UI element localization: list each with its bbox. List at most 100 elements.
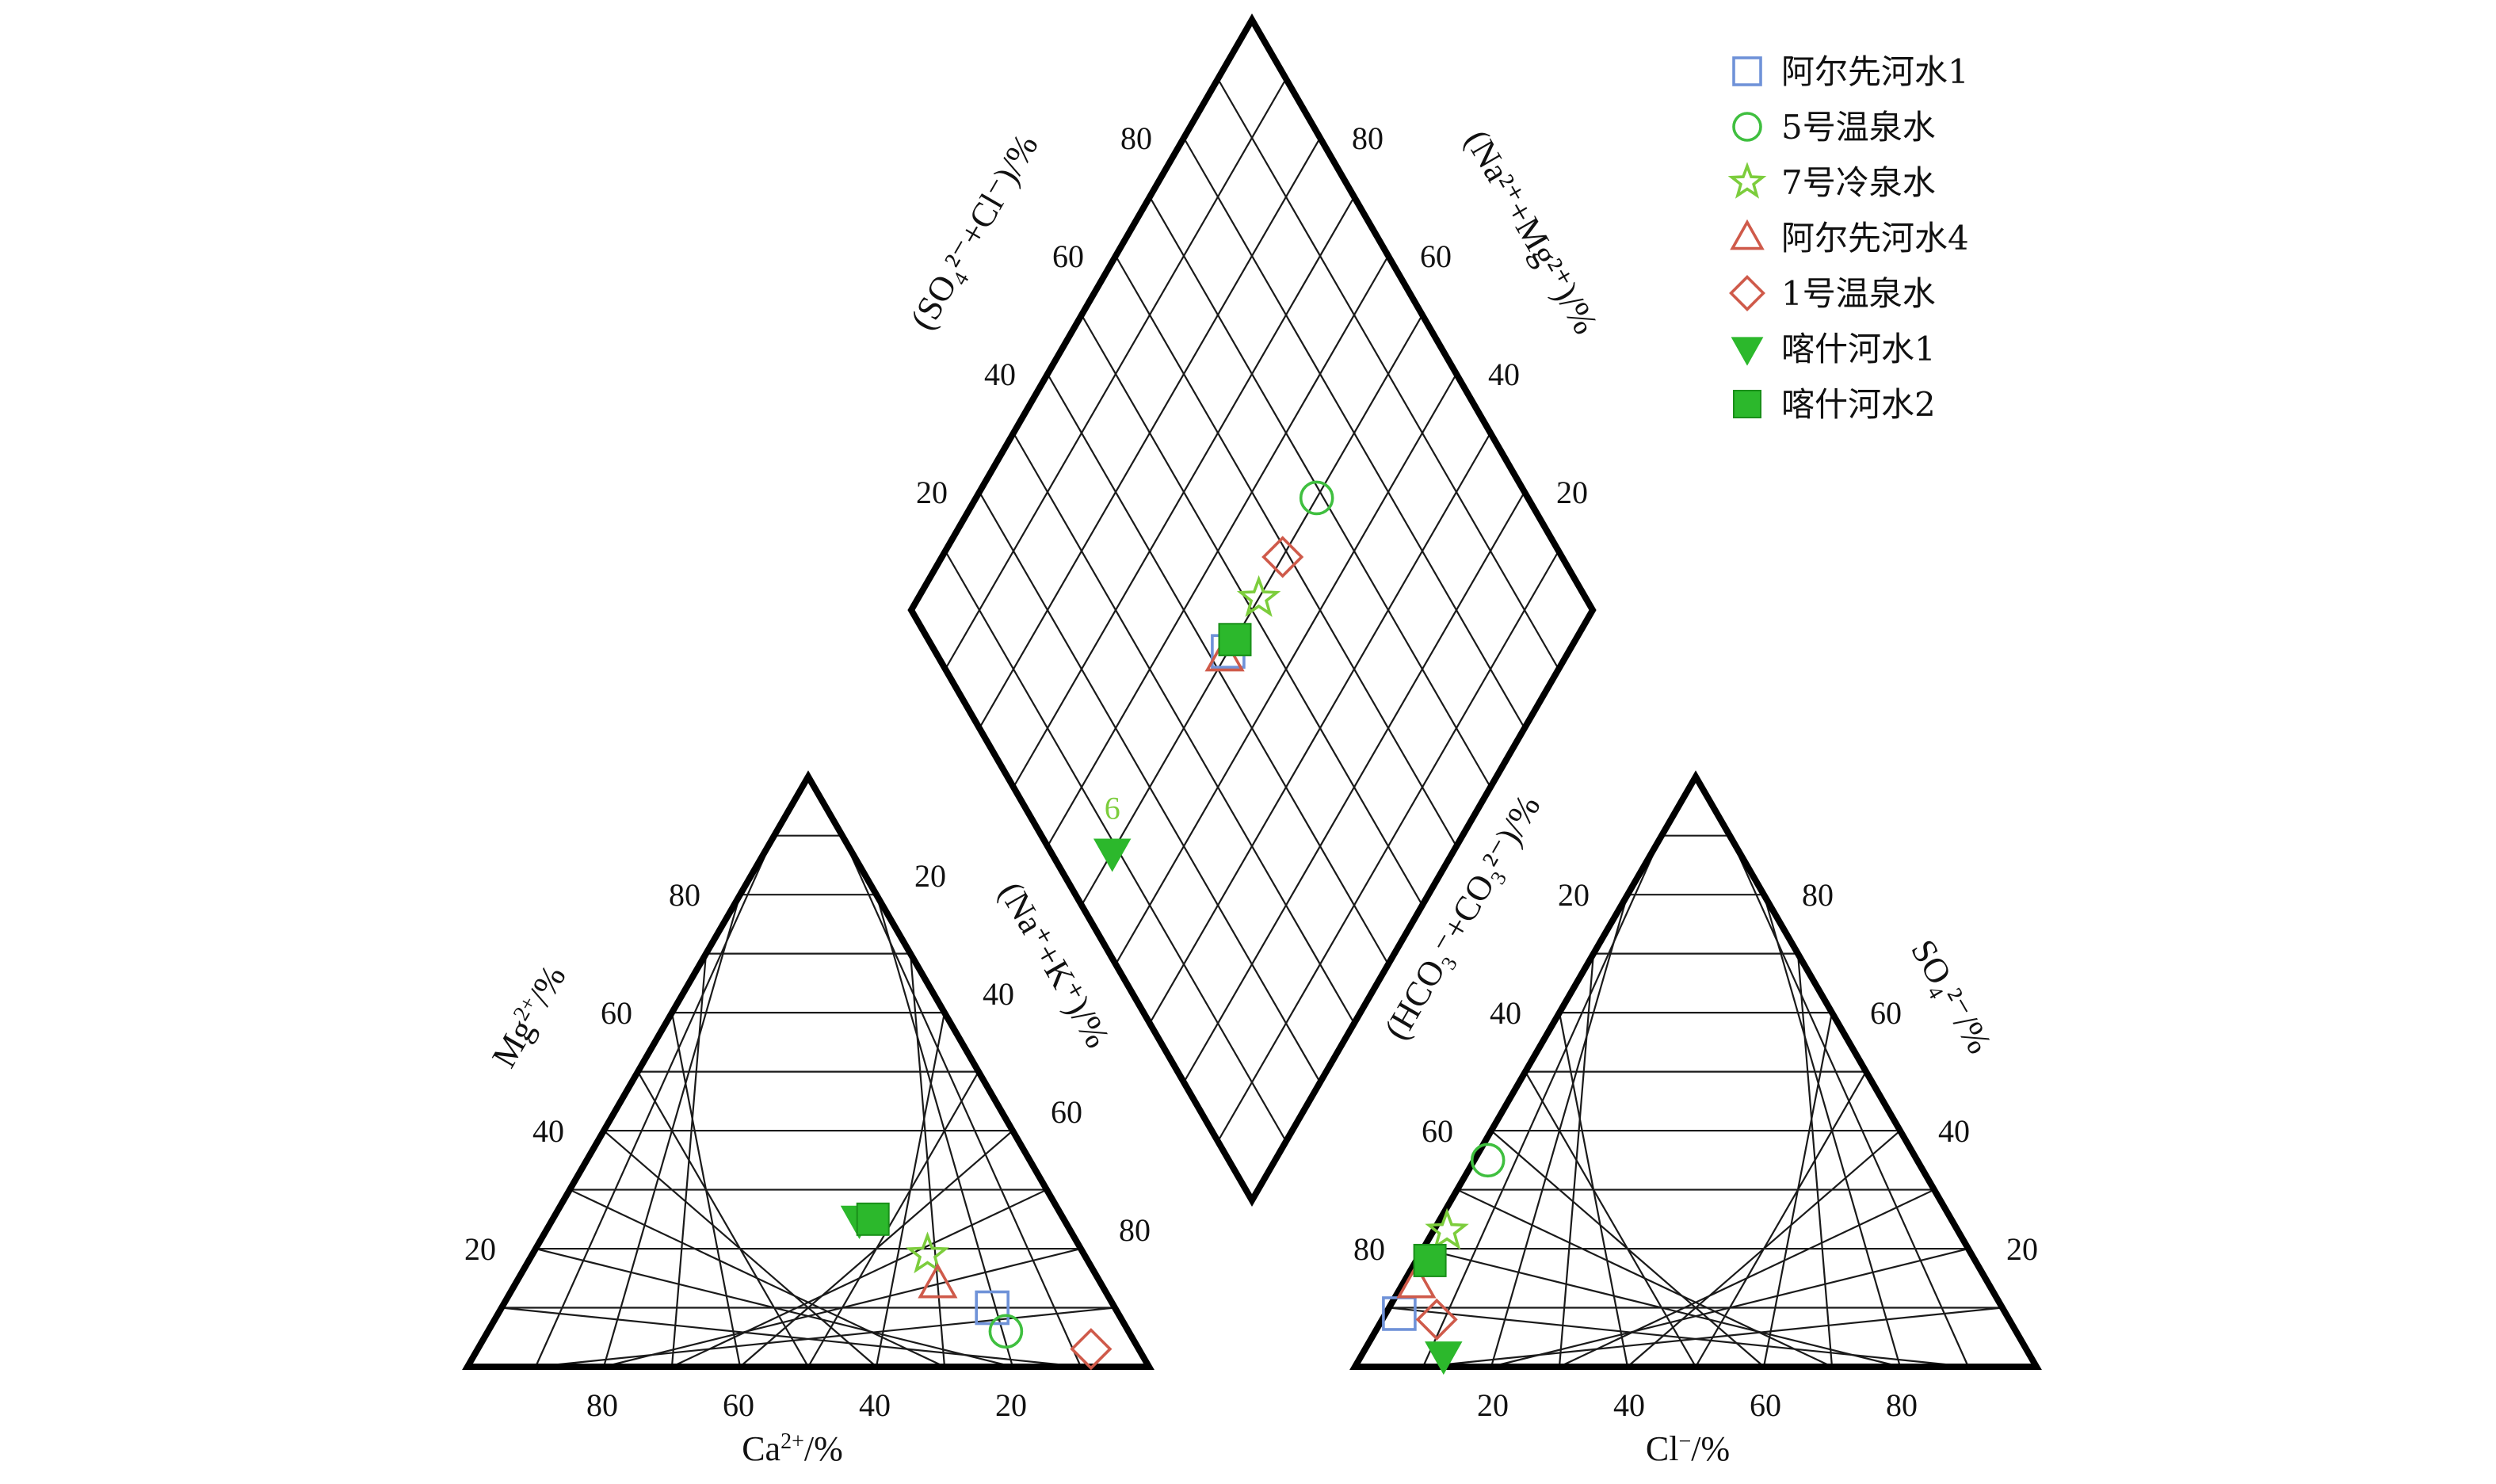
axis-title-so4: SO₄²⁻/% xyxy=(1903,933,1999,1060)
cation-triangle-grid xyxy=(841,835,1082,1368)
cation-triangle-grid xyxy=(807,1071,979,1368)
tick-diamond-right-60: 60 xyxy=(1420,238,1452,274)
diamond-grid xyxy=(1115,255,1457,847)
diamond-grid xyxy=(1217,78,1559,670)
marker-3-anion xyxy=(1396,1263,1437,1299)
legend-label: 1号温泉水 xyxy=(1781,274,1936,313)
axis-title-hco3-co3: (HCO₃⁻+CO₃²⁻)/% xyxy=(1376,788,1548,1046)
legend-label: 阿尔先河水1 xyxy=(1781,52,1969,91)
legend-item: 阿尔先河水1 xyxy=(1732,52,1969,91)
tick-so4-60: 60 xyxy=(1870,995,1902,1031)
frame-layer xyxy=(462,13,2042,1370)
tick-diamond-right-40: 40 xyxy=(1488,357,1520,392)
tick-ca-20: 20 xyxy=(995,1387,1027,1423)
tick-na-80: 80 xyxy=(1119,1212,1151,1248)
cation-triangle-grid xyxy=(637,1071,809,1368)
legend-marker xyxy=(1727,162,1767,199)
legend-item: 5号温泉水 xyxy=(1732,108,1936,147)
marker-3-cation xyxy=(918,1263,958,1299)
tick-cl-40: 40 xyxy=(1613,1387,1645,1423)
legend-marker xyxy=(1730,219,1765,250)
legend-marker xyxy=(1731,337,1764,366)
diamond-grid xyxy=(1183,137,1525,729)
legend-item: 喀什河水2 xyxy=(1733,385,1936,424)
tick-mg-20: 20 xyxy=(464,1231,496,1267)
axis-title-na-mg: (Na²⁺+Mg²⁺)/% xyxy=(1457,124,1605,341)
legend-item: 7号冷泉水 xyxy=(1727,162,1936,202)
anion-triangle-grid xyxy=(1388,1307,1969,1368)
tick-diamond-left-20: 20 xyxy=(916,475,948,510)
marker-4-diamond xyxy=(1261,536,1304,578)
tick-mg-60: 60 xyxy=(601,995,632,1031)
axis-title-cl: Cl−/% xyxy=(1646,1429,1730,1469)
tick-mg-80: 80 xyxy=(669,877,700,913)
legend-label: 7号冷泉水 xyxy=(1781,163,1936,202)
tick-hco3-60: 60 xyxy=(1422,1113,1453,1149)
tick-mg-40: 40 xyxy=(532,1113,564,1149)
legend-label: 5号温泉水 xyxy=(1781,108,1936,147)
marker-1-anion xyxy=(1470,1143,1506,1178)
legend-item: 阿尔先河水4 xyxy=(1730,219,1969,258)
tick-diamond-right-20: 20 xyxy=(1556,475,1588,510)
cation-triangle-grid xyxy=(875,894,1014,1368)
data-markers: 6 xyxy=(840,480,1506,1375)
axis-title-mg: Mg2+/% xyxy=(484,959,574,1074)
marker-6-diamond xyxy=(1218,623,1252,657)
tick-na-20: 20 xyxy=(914,858,946,894)
tick-ca-80: 80 xyxy=(586,1387,618,1423)
marker-5-diamond xyxy=(1093,838,1132,872)
cation-triangle-frame xyxy=(462,770,1154,1370)
marker-4-cation xyxy=(1070,1328,1113,1371)
marker-2-anion xyxy=(1425,1207,1469,1250)
tick-so4-80: 80 xyxy=(1802,877,1834,913)
tick-ca-60: 60 xyxy=(723,1387,754,1423)
tick-diamond-left-80: 80 xyxy=(1120,120,1152,156)
diamond-frame xyxy=(907,13,1597,1207)
anion-triangle-grid xyxy=(1490,1130,1765,1368)
cation-triangle-grid xyxy=(875,1012,946,1368)
diamond-grid xyxy=(1149,432,1491,1024)
marker-5-anion xyxy=(1425,1341,1463,1375)
axis-title-na-k: (Na⁺+K⁺)/% xyxy=(991,876,1117,1055)
anion-triangle-grid xyxy=(1422,1247,1901,1368)
marker-2-cation xyxy=(905,1231,950,1274)
marker-1-cation xyxy=(988,1314,1024,1349)
axis-title-so4-cl: (SO₄²⁻+Cl⁻)/% xyxy=(903,128,1045,336)
tick-so4-40: 40 xyxy=(1938,1113,1970,1149)
annotation-label: 6 xyxy=(1105,790,1120,826)
legend-marker xyxy=(1732,112,1762,142)
tick-so4-20: 20 xyxy=(2006,1231,2038,1267)
anion-triangle-grid xyxy=(1762,894,1902,1368)
marker-6-anion xyxy=(1413,1243,1447,1277)
cation-triangle-grid xyxy=(535,1247,1013,1368)
tick-na-40: 40 xyxy=(983,976,1014,1012)
tick-hco3-20: 20 xyxy=(1558,877,1590,913)
axis-title-ca: Ca2+/% xyxy=(742,1429,843,1469)
legend-item: 1号温泉水 xyxy=(1729,274,1936,313)
tick-hco3-40: 40 xyxy=(1490,995,1521,1031)
cation-triangle-grid xyxy=(603,1130,877,1368)
tick-na-60: 60 xyxy=(1051,1094,1082,1130)
tick-ca-40: 40 xyxy=(859,1387,891,1423)
tick-cl-60: 60 xyxy=(1750,1387,1781,1423)
diamond-grid xyxy=(1149,196,1491,788)
legend-label: 喀什河水1 xyxy=(1781,330,1936,368)
tick-labels: 80 60 40 20 20 40 60 80 20 40 60 80 20 40 60 80 80 60 40 20… xyxy=(464,120,2038,1423)
diamond-grid xyxy=(1115,373,1457,965)
marker-2-diamond xyxy=(1236,574,1281,617)
cation-triangle-grid xyxy=(569,1188,945,1368)
anion-triangle-grid xyxy=(1456,1188,1833,1368)
tick-diamond-right-80: 80 xyxy=(1352,120,1383,156)
marker-6-cation xyxy=(856,1202,890,1236)
legend-item: 喀什河水1 xyxy=(1731,330,1936,368)
legend-label: 喀什河水2 xyxy=(1781,385,1936,424)
legend-marker xyxy=(1732,56,1762,86)
anion-triangle-grid xyxy=(1525,1071,1696,1368)
tick-diamond-left-60: 60 xyxy=(1052,238,1084,274)
tick-diamond-left-40: 40 xyxy=(984,357,1016,392)
tick-cl-20: 20 xyxy=(1477,1387,1509,1423)
diamond-grid xyxy=(1217,550,1559,1143)
legend-marker xyxy=(1733,390,1761,418)
